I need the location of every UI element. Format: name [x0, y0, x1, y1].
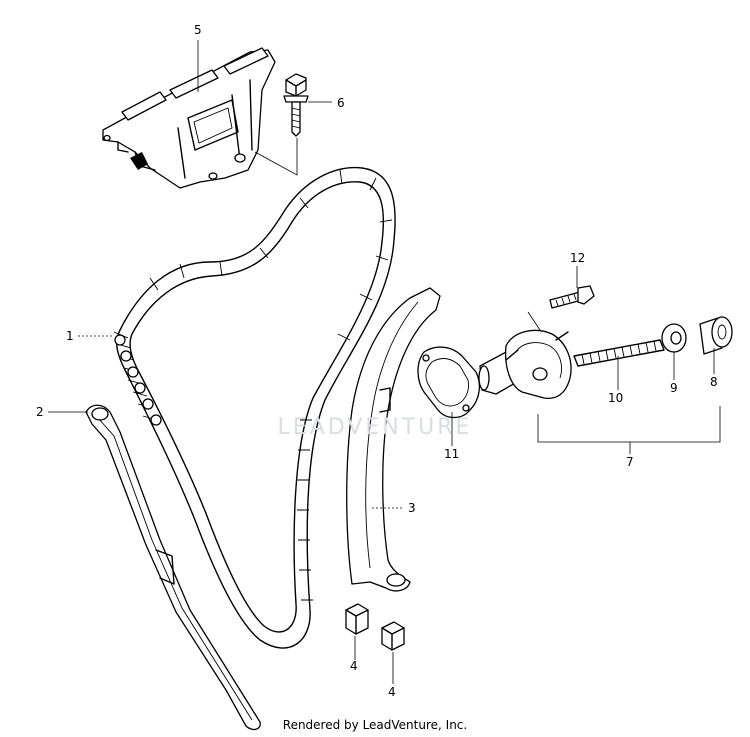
part-8-cap-bolt[interactable] [699, 316, 733, 355]
part-4-damper-lower[interactable] [381, 621, 405, 651]
callout-4-lower: 4 [388, 652, 396, 699]
callout-11: 11 [444, 412, 459, 461]
callout-7: 7 [537, 406, 721, 469]
callout-5: 5 [194, 23, 202, 92]
part-3-chain-guide[interactable] [346, 287, 441, 592]
bolt-install-line [254, 138, 298, 176]
callout-1: 1 [66, 329, 112, 343]
callout-12: 12 [570, 251, 585, 288]
part-10-spring[interactable] [573, 339, 665, 367]
part-9-washer[interactable] [661, 323, 687, 353]
svg-text:9: 9 [670, 381, 678, 395]
part-6-bolt[interactable] [283, 73, 309, 137]
part-12-bolt[interactable] [549, 285, 595, 309]
callout-4-upper: 4 [350, 636, 358, 673]
part-11-gasket[interactable] [417, 346, 481, 419]
svg-text:12: 12 [570, 251, 585, 265]
svg-text:6: 6 [337, 96, 345, 110]
part-1-cam-chain[interactable] [113, 166, 396, 649]
svg-text:7: 7 [626, 455, 634, 469]
callout-9: 9 [670, 352, 678, 395]
callout-8: 8 [710, 348, 718, 389]
bolt-12-install-line [527, 311, 541, 331]
svg-text:2: 2 [36, 405, 44, 419]
svg-text:3: 3 [408, 501, 416, 515]
callout-6: 6 [308, 96, 345, 110]
svg-text:4: 4 [350, 659, 358, 673]
callout-3: 3 [372, 501, 416, 515]
part-2-chain-guide[interactable] [85, 404, 261, 731]
callout-10: 10 [608, 356, 623, 405]
svg-text:5: 5 [194, 23, 202, 37]
callout-2: 2 [36, 405, 88, 419]
footer-credit: Rendered by LeadVenture, Inc. [282, 718, 468, 732]
part-5-upper-chain-guide[interactable] [102, 47, 276, 189]
svg-text:8: 8 [710, 375, 718, 389]
svg-text:11: 11 [444, 447, 459, 461]
svg-text:10: 10 [608, 391, 623, 405]
part-4-damper-upper[interactable] [345, 603, 369, 635]
svg-text:1: 1 [66, 329, 74, 343]
part-7-tensioner-assembly[interactable] [478, 329, 572, 400]
svg-text:4: 4 [388, 685, 396, 699]
